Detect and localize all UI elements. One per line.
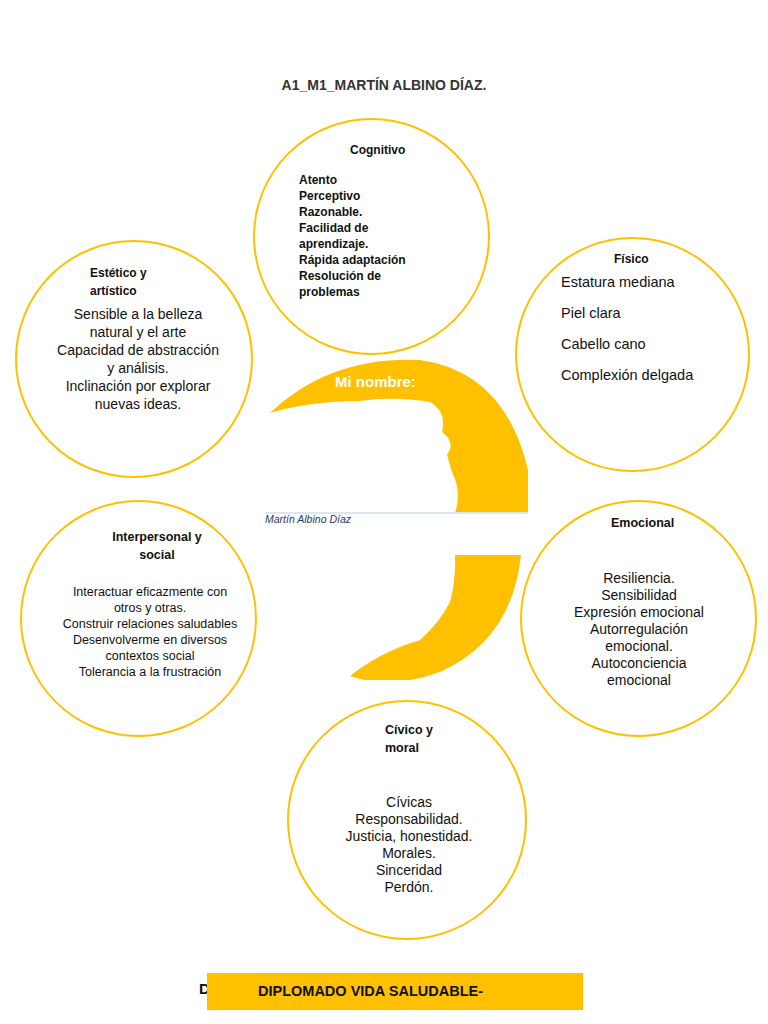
trait-text: Expresión emocional (559, 604, 719, 621)
trait-text: Autorregulación emocional. (559, 621, 719, 655)
diagram-title: A1_M1_MARTÍN ALBINO DÍAZ. (0, 77, 768, 93)
circle-heading: Cognitivo (350, 141, 450, 159)
circle-heading: Interpersonal y social (97, 528, 217, 564)
circle-body: Estatura medianaPiel claraCabello canoCo… (561, 274, 741, 384)
trait-text: Interactuar eficazmente con otros y otra… (60, 584, 240, 616)
trait-text: Complexión delgada (561, 367, 741, 384)
circle-body: Resiliencia.SensibilidadExpresión emocio… (559, 570, 719, 689)
interpersonal-circle: Interpersonal y socialInteractuar eficaz… (20, 500, 257, 737)
trait-text: Sensible a la belleza natural y el arte (53, 305, 223, 341)
aesthetic-circle: Estético y artísticoSensible a la bellez… (15, 240, 253, 478)
name-silhouette: Mi nombre: Martín Albino Díaz (265, 355, 530, 680)
trait-text: Atento (299, 172, 429, 188)
physical-circle: FísicoEstatura medianaPiel claraCabello … (515, 237, 750, 472)
circle-body: Sensible a la belleza natural y el arteC… (53, 305, 223, 413)
circle-heading: Estético y artístico (90, 264, 190, 300)
trait-text: Justicia, honestidad. (329, 828, 489, 845)
trait-text: Morales. (329, 845, 489, 862)
trait-text: Cívicas (329, 794, 489, 811)
trait-text: Perceptivo (299, 188, 429, 204)
trait-text: Desenvolverme en diversos contextos soci… (60, 632, 240, 664)
trait-text: Piel clara (561, 305, 741, 322)
name-heading: Mi nombre: (335, 373, 416, 390)
circle-body: AtentoPerceptivoRazonable.Facilidad de a… (299, 172, 429, 300)
trait-text: Estatura mediana (561, 274, 741, 291)
trait-text: Sinceridad (329, 862, 489, 879)
head-upper (270, 360, 528, 513)
trait-text: Perdón. (329, 879, 489, 896)
trait-text: Construir relaciones saludables (60, 616, 240, 632)
trait-text: Facilidad de aprendizaje. (299, 220, 429, 252)
circle-heading: Físico (614, 250, 674, 268)
diploma-banner: DIPLOMADO VIDA SALUDABLE- (207, 973, 583, 1010)
trait-text: Responsabilidad. (329, 811, 489, 828)
head-lower (350, 555, 521, 680)
trait-text: Tolerancia a la frustración (60, 664, 240, 680)
circle-heading: Cívico y moral (385, 721, 465, 757)
trait-text: Cabello cano (561, 336, 741, 353)
trait-text: Inclinación por explorar nuevas ideas. (53, 377, 223, 413)
civic-circle: Cívico y moralCívicasResponsabilidad.Jus… (287, 700, 527, 940)
trait-text: Autoconciencia emocional (559, 655, 719, 689)
trait-text: Rápida adaptación (299, 252, 429, 268)
banner-text: DIPLOMADO VIDA SALUDABLE- (258, 983, 483, 999)
circle-body: Interactuar eficazmente con otros y otra… (60, 584, 240, 680)
emotional-circle: EmocionalResiliencia.SensibilidadExpresi… (520, 500, 757, 737)
trait-text: Sensibilidad (559, 587, 719, 604)
circle-body: CívicasResponsabilidad.Justicia, honesti… (329, 794, 489, 896)
cognitive-circle: CognitivoAtentoPerceptivoRazonable.Facil… (253, 118, 490, 355)
trait-text: Resiliencia. (559, 570, 719, 587)
person-name: Martín Albino Díaz (265, 513, 351, 525)
circle-heading: Emocional (611, 514, 691, 532)
trait-text: Razonable. (299, 204, 429, 220)
trait-text: Resolución de problemas (299, 268, 429, 300)
trait-text: Capacidad de abstracción y análisis. (53, 341, 223, 377)
